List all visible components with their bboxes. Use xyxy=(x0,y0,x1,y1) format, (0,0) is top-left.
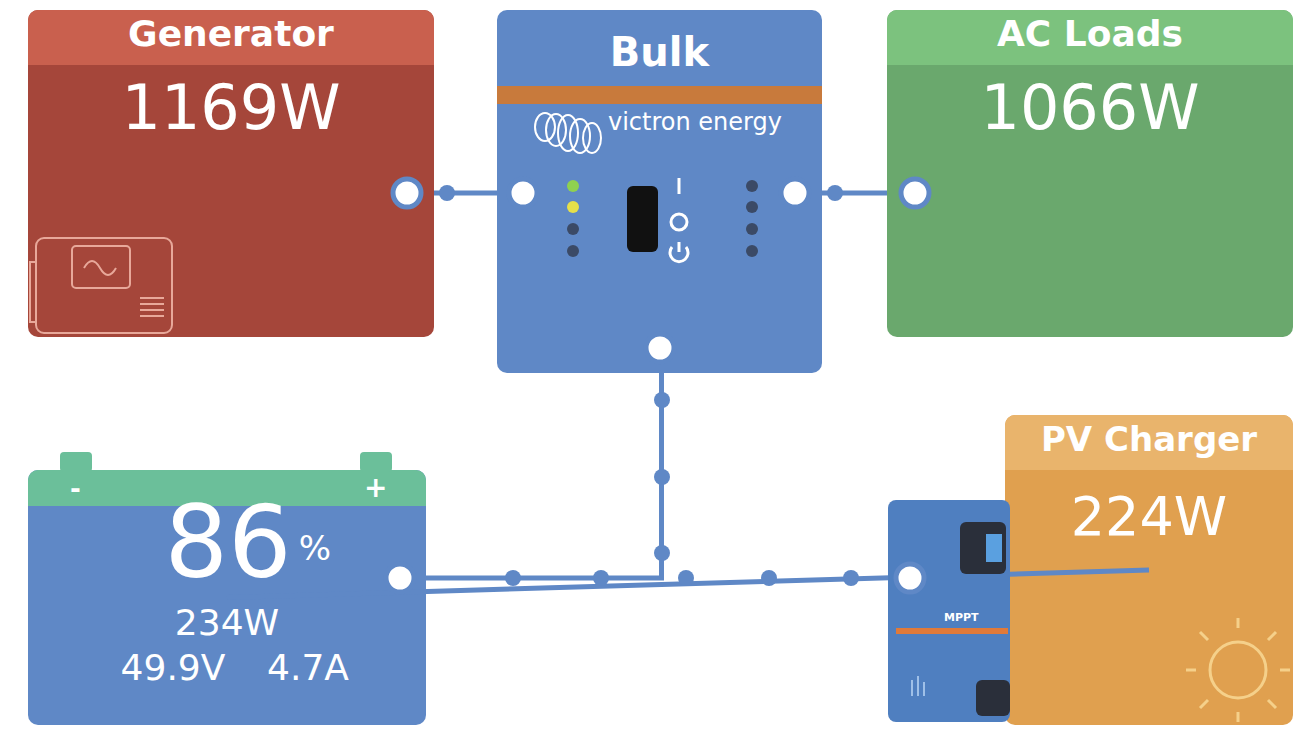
panel-box: 86% 234W49.9V 4.7A xyxy=(28,470,426,725)
generator-icon xyxy=(30,238,172,333)
text-slot: 86 xyxy=(148,488,308,598)
battery-terminal xyxy=(360,452,392,472)
terminal-sign: - xyxy=(70,476,81,502)
text-slot: 224W xyxy=(1005,487,1293,546)
node-value: 234W xyxy=(175,602,279,643)
text-slot: 1169W xyxy=(28,74,434,142)
text-slot: 4.7A xyxy=(248,648,368,688)
node-title: PV Charger xyxy=(1041,419,1257,459)
sun-icon xyxy=(1186,618,1290,722)
node-value: % xyxy=(299,528,331,568)
panel-box: Bulk xyxy=(497,10,822,373)
brand-logo: victron energy xyxy=(608,110,782,134)
victron-device-face xyxy=(535,113,758,262)
text-slot: PV Charger xyxy=(1005,421,1293,458)
node-value: 4.7A xyxy=(267,647,349,688)
node-value: 224W xyxy=(1071,485,1227,548)
power-connector xyxy=(426,373,662,578)
node-title: Generator xyxy=(128,13,334,54)
panel-box: AC Loads 1066W xyxy=(887,10,1293,337)
flow-dots xyxy=(439,185,859,586)
text-slot: 234W xyxy=(28,603,426,643)
node-value: 49.9V xyxy=(121,647,226,688)
text-slot: AC Loads xyxy=(887,14,1293,54)
text-slot: 1066W xyxy=(887,74,1293,142)
accent-stripe xyxy=(497,86,822,104)
text-slot: 49.9V xyxy=(98,648,248,688)
node-title: AC Loads xyxy=(997,13,1183,54)
terminal-sign: + xyxy=(364,474,387,502)
text-slot: % xyxy=(290,530,340,567)
node-title: 86 xyxy=(164,484,291,601)
node-title: Bulk xyxy=(610,29,709,75)
device-label: MPPT xyxy=(944,612,979,623)
text-slot: Bulk xyxy=(497,30,822,74)
text-slot: Generator xyxy=(28,14,434,54)
power-connector xyxy=(227,570,1149,598)
battery-terminal xyxy=(60,452,92,472)
connector-terminals xyxy=(386,179,929,592)
node-value: 1066W xyxy=(980,71,1199,144)
mppt-device xyxy=(888,500,1010,722)
node-value: 1169W xyxy=(121,71,340,144)
